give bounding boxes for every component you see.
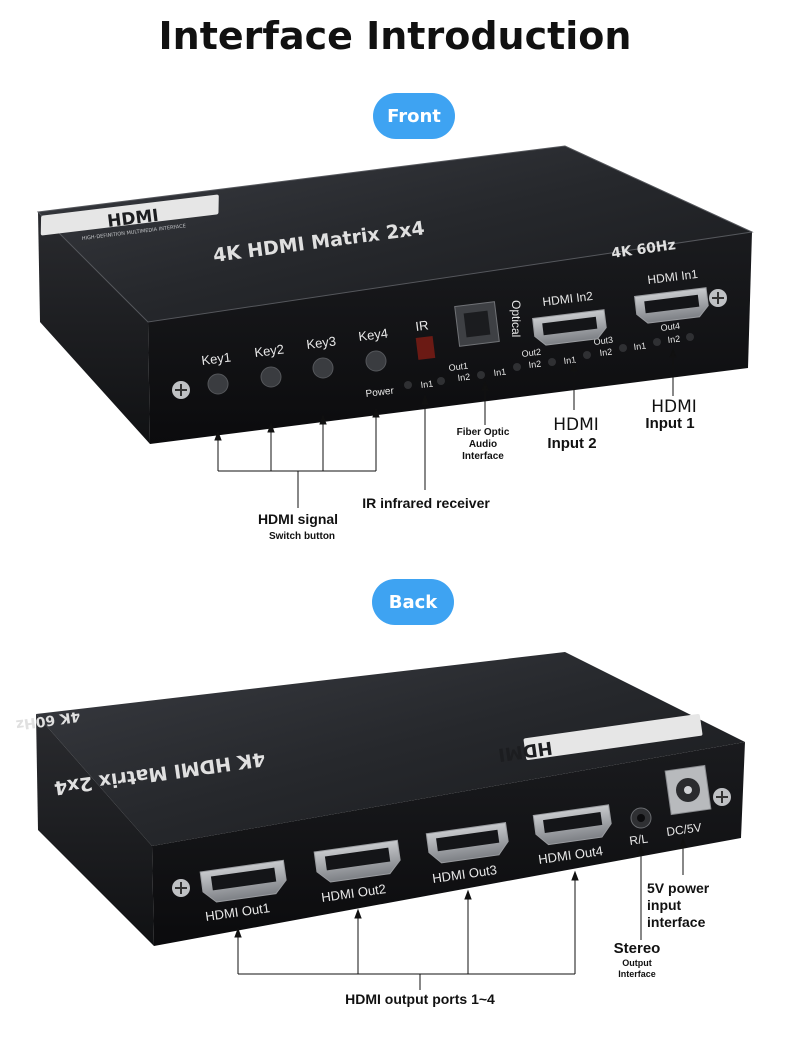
power-led [404,381,412,389]
back-top-face [36,652,745,846]
power-input-callout-3: interface [647,914,706,930]
ir-receiver-callout: IR infrared receiver [362,495,490,511]
front-left-face [38,212,150,444]
stereo-callout-sub-1: Output [622,958,652,968]
front-in1-label-d: In1 [633,341,647,352]
hdmi-in2-label: HDMI In2 [542,289,594,309]
front-in2-label-d: In2 [667,334,681,345]
key1-label: Key1 [201,349,232,368]
power-label: Power [365,386,395,400]
front-in2-label-a: In2 [457,372,471,383]
front-out4-label: Out4 [660,321,681,333]
hdmi-in2-port [532,309,607,346]
back-callout-lines [234,837,687,990]
switch-button-callout-sub: Switch button [268,531,336,542]
stereo-callout-sub-2: Interface [618,969,656,979]
stereo-callout: Stereo [613,940,661,957]
front-hdmi-logo [40,194,219,236]
dc-label: DC/5V [665,820,702,839]
front-in1-label-c: In1 [563,355,577,366]
fiber-optic-callout-1: Fiber Optic [456,427,510,438]
front-callout-lines [214,347,677,508]
hdmi-out4-port [532,804,612,846]
rl-label: R/L [628,831,649,848]
key4-label: Key4 [358,325,389,344]
front-in2-label-b: In2 [528,359,542,370]
front-section-badge: Front [373,93,455,139]
hdmi-out1-port [199,859,287,903]
hdmi-out2-port [313,839,401,883]
ir-window [415,335,436,360]
optical-label: Optical [509,300,523,337]
back-device: 4K HDMI Matrix 2x4 4K 60Hz HDMI HDMI Out… [15,652,745,946]
hdmi-in1-port [634,287,709,324]
front-in1-label-b: In1 [493,367,507,378]
hdmi-input2-callout-b: Input 2 [547,435,597,452]
ir-label: IR [415,318,430,334]
back-hdmi-logo [523,713,703,761]
hdmi-in1-label: HDMI In1 [647,267,699,287]
hdmi-out3-port [425,822,509,864]
key3-label: Key3 [306,333,337,352]
hdmi-output-ports-callout: HDMI output ports 1~4 [345,991,495,1007]
front-out1-label: Out1 [448,361,469,373]
hdmi-input1-callout-b: Input 1 [645,415,695,432]
power-input-callout-2: input [647,897,682,913]
front-out2-label: Out2 [521,347,542,359]
front-in1-label-a: In1 [420,379,434,390]
switch-button-callout-title: HDMI signal [257,511,339,527]
fiber-optic-callout-3: Interface [462,451,504,462]
back-section-badge: Back [372,579,454,625]
back-left-face [36,714,154,946]
page-title: Interface Introduction [158,14,632,58]
front-face [148,232,752,444]
front-device: HDMI HIGH-DEFINITION MULTIMEDIA INTERFAC… [36,145,754,444]
front-in2-label-c: In2 [599,347,613,358]
hdmi-input2-callout-a: HDMI [553,415,599,435]
key2-label: Key2 [254,341,285,360]
power-input-callout-1: 5V power [647,880,710,896]
front-key-buttons [207,350,387,395]
hdmi-input1-callout-a: HDMI [651,397,697,417]
fiber-optic-callout-2: Audio [468,439,498,450]
